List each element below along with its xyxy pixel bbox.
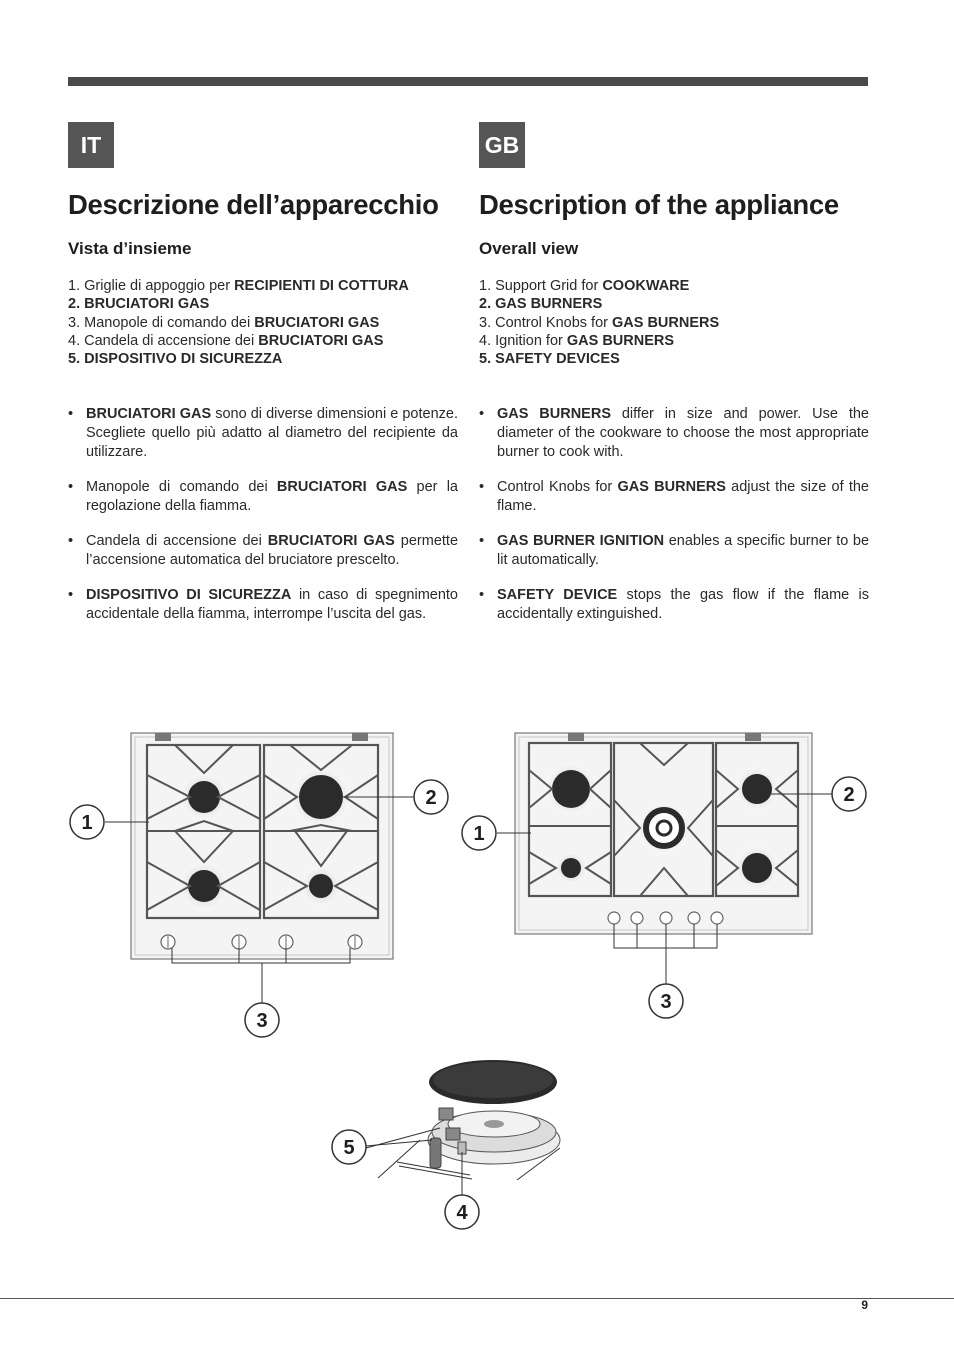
lang-badge-gb: GB [479, 122, 525, 168]
callout-5: 5 [331, 1129, 367, 1165]
svg-text:2: 2 [843, 784, 854, 806]
hob-four-burner [105, 732, 414, 1003]
knob-icon [278, 934, 294, 950]
callout-3-right: 3 [648, 983, 684, 1019]
knob-icon [659, 911, 673, 925]
burner-icon [638, 802, 690, 854]
description-bullets-gb: GAS BURNERS differ in size and power. Us… [479, 405, 869, 624]
knob-icon [710, 911, 724, 925]
burner-icon [301, 866, 341, 906]
burner-icon [735, 846, 779, 890]
knob-icon [630, 911, 644, 925]
knob-icon [687, 911, 701, 925]
burner-icon [291, 767, 351, 827]
bullet-item: Control Knobs for GAS BURNERS adjust the… [479, 478, 869, 516]
burner-icon [555, 852, 587, 884]
svg-text:1: 1 [81, 812, 92, 834]
bullet-item: GAS BURNER IGNITION enables a specific b… [479, 532, 869, 570]
component-list-it: 1. Griglie di appoggio per RECIPIENTI DI… [68, 277, 458, 368]
subtitle-it: Vista d’insieme [68, 239, 192, 258]
list-item: 4. Ignition for GAS BURNERS [479, 332, 675, 349]
bullet-item: Candela di accensione dei BRUCIATORI GAS… [68, 532, 458, 570]
list-item: 3. Manopole di comando dei BRUCIATORI GA… [68, 314, 380, 331]
list-item: 1. Griglie di appoggio per RECIPIENTI DI… [68, 278, 409, 294]
bullet-item: BRUCIATORI GAS sono di diverse dimension… [68, 405, 458, 462]
footer-rule [0, 1298, 954, 1299]
burner-detail-illustration [365, 1060, 561, 1195]
svg-text:2: 2 [425, 787, 436, 809]
description-bullets-it: BRUCIATORI GAS sono di diverse dimension… [68, 405, 458, 624]
svg-text:4: 4 [456, 1202, 468, 1224]
callout-1-right: 1 [461, 815, 497, 851]
list-item: 2. BRUCIATORI GAS [68, 296, 210, 313]
callout-3-left: 3 [244, 1002, 280, 1038]
burner-icon [180, 862, 228, 910]
knob-icon [231, 934, 247, 950]
callout-1-left: 1 [69, 804, 105, 840]
svg-text:3: 3 [660, 991, 671, 1013]
hob-five-burner [497, 732, 832, 984]
title-gb: Description of the appliance [479, 189, 839, 220]
svg-text:1: 1 [473, 823, 484, 845]
bullet-item: SAFETY DEVICE stops the gas flow if the … [479, 586, 869, 624]
list-item: 2. GAS BURNERS [479, 296, 603, 313]
knob-icon [607, 911, 621, 925]
bullet-item: DISPOSITIVO DI SICUREZZA in caso di speg… [68, 586, 458, 624]
bullet-item: GAS BURNERS differ in size and power. Us… [479, 405, 869, 462]
burner-icon [545, 763, 597, 815]
list-item: 5. DISPOSITIVO DI SICUREZZA [68, 351, 283, 368]
title-it: Descrizione dell’apparecchio [68, 189, 439, 220]
bullet-item: Manopole di comando dei BRUCIATORI GAS p… [68, 478, 458, 516]
list-item: 4. Candela di accensione dei BRUCIATORI … [68, 332, 384, 349]
page-number: 9 [861, 1298, 868, 1312]
component-list-gb: 1. Support Grid for COOKWARE 2. GAS BURN… [479, 277, 869, 368]
list-item: 1. Support Grid for COOKWARE [479, 278, 690, 294]
knob-icon [160, 934, 176, 950]
svg-text:3: 3 [256, 1010, 267, 1032]
svg-text:5: 5 [343, 1137, 354, 1159]
burner-icon [735, 767, 779, 811]
list-item: 5. SAFETY DEVICES [479, 351, 620, 368]
italian-column: IT Descrizione dell’apparecchio Vista d’… [68, 122, 458, 640]
list-item: 3. Control Knobs for GAS BURNERS [479, 314, 720, 331]
header-rule [68, 77, 868, 86]
lang-badge-it: IT [68, 122, 114, 168]
subtitle-gb: Overall view [479, 239, 579, 258]
callout-2-right: 2 [831, 776, 867, 812]
english-column: GB Description of the appliance Overall … [479, 122, 869, 640]
knob-icon [347, 934, 363, 950]
callout-4: 4 [444, 1194, 480, 1230]
callout-2-left: 2 [413, 779, 449, 815]
burner-icon [180, 773, 228, 821]
